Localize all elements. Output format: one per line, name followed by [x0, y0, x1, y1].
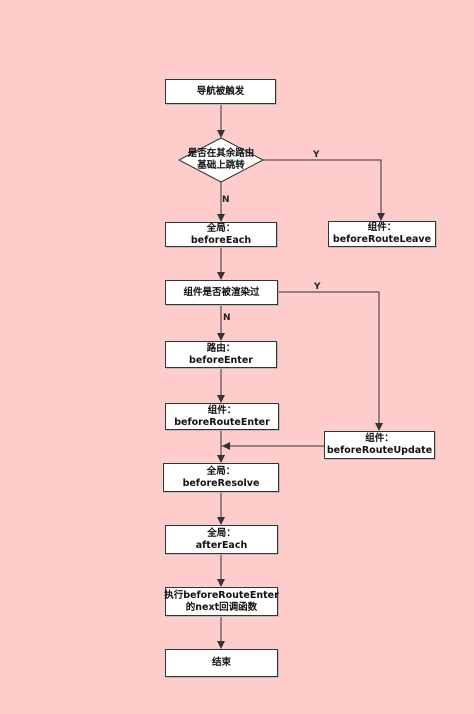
edge-label-rendered-yes: Y: [314, 282, 321, 292]
node-rendered-check-text: 组件是否被渲染过: [183, 286, 260, 298]
edge-label-rendered-no: N: [223, 313, 231, 323]
node-navigation-triggered-text: 导航被触发: [196, 85, 245, 97]
node-global-before-resolve-line1: 全局：: [206, 465, 236, 477]
edge-label-reuse-no: N: [222, 195, 230, 205]
edge-rendered-check-to-before-route-update: [278, 291, 383, 431]
node-route-before-enter: 路由： beforeEnter: [165, 341, 277, 368]
edge-label-reuse-yes: Y: [313, 150, 320, 160]
node-exec-next-callback-line1: 执行beforeRouteEnter: [164, 589, 279, 601]
node-global-before-resolve: 全局： beforeResolve: [163, 463, 279, 492]
node-exec-next-callback-line2: 的next回调函数: [185, 601, 258, 613]
node-route-before-enter-line1: 路由：: [206, 342, 236, 354]
node-rendered-check: 组件是否被渲染过: [165, 280, 278, 305]
node-global-before-each-line2: beforeEach: [190, 234, 252, 246]
node-component-before-route-leave-line2: beforeRouteLeave: [332, 234, 432, 245]
node-end-text: 结束: [211, 657, 231, 668]
node-global-after-each: 全局： afterEach: [165, 525, 278, 554]
node-component-before-route-enter-line1: 组件：: [207, 404, 237, 416]
node-global-before-each-line1: 全局：: [206, 222, 236, 234]
node-component-before-route-leave-line1: 组件：: [367, 222, 397, 233]
node-reuse-check: 是否在其余路由 基础上跳转: [179, 138, 263, 182]
node-component-before-route-update-line1: 组件：: [365, 433, 394, 444]
node-component-before-route-enter-line2: beforeRouteEnter: [174, 416, 270, 428]
node-end: 结束: [165, 649, 278, 677]
node-reuse-check-line1: 是否在其余路由: [187, 148, 255, 159]
node-reuse-check-line2: 基础上跳转: [197, 160, 245, 171]
node-global-after-each-line1: 全局：: [207, 527, 236, 539]
node-component-before-route-enter: 组件： beforeRouteEnter: [165, 403, 279, 430]
edge-reuse-check-to-before-route-leave: [263, 159, 385, 221]
node-component-before-route-update: 组件： beforeRouteUpdate: [324, 431, 435, 459]
node-global-before-resolve-line2: beforeResolve: [182, 477, 260, 489]
node-global-before-each: 全局： beforeEach: [165, 222, 277, 247]
node-route-before-enter-line2: beforeEnter: [189, 354, 253, 366]
node-component-before-route-leave: 组件： beforeRouteLeave: [328, 221, 436, 247]
node-navigation-triggered: 导航被触发: [165, 79, 276, 104]
node-global-after-each-line2: afterEach: [195, 539, 248, 551]
node-component-before-route-update-line2: beforeRouteUpdate: [326, 445, 433, 456]
node-exec-next-callback: 执行beforeRouteEnter 的next回调函数: [164, 587, 279, 616]
